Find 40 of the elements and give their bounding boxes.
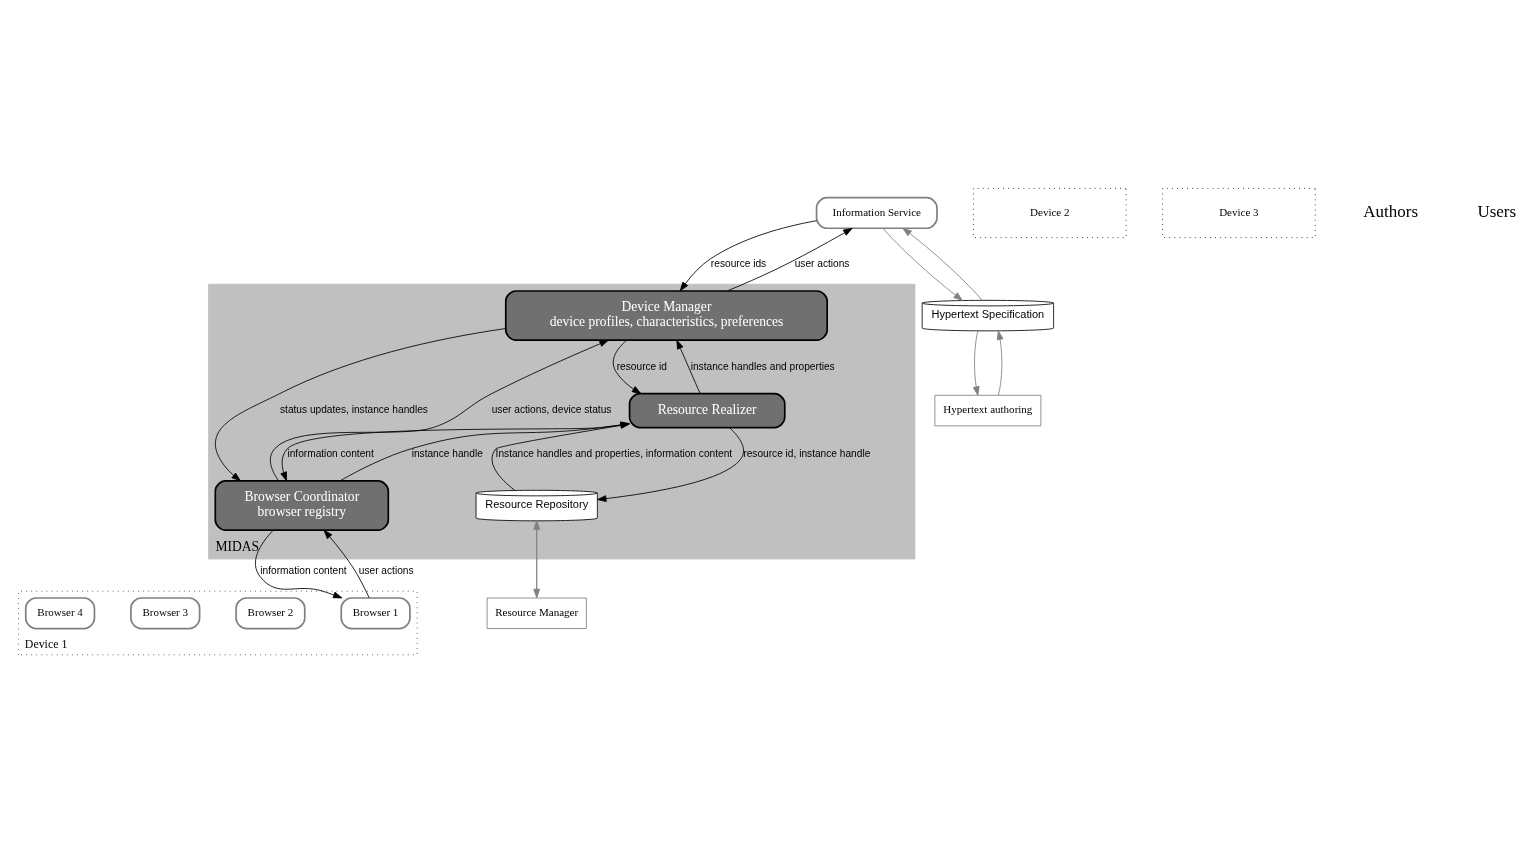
arrow	[726, 227, 853, 291]
arrow	[255, 529, 343, 598]
node-box: Resource Manager	[486, 597, 587, 629]
node-box: Browser 3	[130, 596, 201, 629]
arrow	[679, 219, 817, 291]
node-box: Information Service	[815, 196, 938, 229]
edge-label: instance handles and properties	[690, 360, 835, 372]
arrow	[902, 227, 983, 301]
node-box: Device 2	[973, 187, 1127, 238]
arrow	[597, 426, 744, 502]
node-box: Resource Realizer	[628, 392, 786, 428]
node-box: Device 3	[1162, 187, 1316, 238]
edge-label: information content	[260, 564, 347, 576]
arrow	[676, 339, 701, 394]
edge-label: status updates, instance handles	[279, 403, 428, 415]
arrow	[214, 327, 507, 481]
node-box: Browser 4	[24, 596, 96, 629]
arrow	[882, 227, 963, 301]
node-box: Browser Coordinator browser registry	[214, 479, 390, 531]
node-box: Browser 1	[340, 596, 411, 629]
arrow	[280, 423, 630, 481]
node-box: Device Manager device profiles, characteristics, preferences	[504, 289, 828, 341]
edge-label: Instance handles and properties, information content	[495, 447, 733, 459]
edge-label: resource ids	[710, 257, 767, 269]
arrow	[323, 529, 370, 598]
arrow	[996, 330, 1004, 396]
edge-label: resource id	[616, 360, 667, 372]
edge-label: instance handle	[411, 447, 483, 459]
arrow	[612, 339, 642, 394]
node-box: Browser 2	[235, 596, 306, 629]
arrow	[972, 330, 980, 396]
node-box: Hypertext authoring	[934, 394, 1042, 426]
label: Authors	[1363, 201, 1419, 221]
edge-label: user actions, device status	[491, 403, 612, 415]
arrow	[269, 339, 609, 481]
label: Users	[1477, 201, 1517, 221]
edge-label: user actions	[794, 257, 850, 269]
edge-label: information content	[287, 447, 374, 459]
edge-label: user actions	[358, 564, 414, 576]
edge-label: resource id, instance handle	[743, 447, 871, 459]
